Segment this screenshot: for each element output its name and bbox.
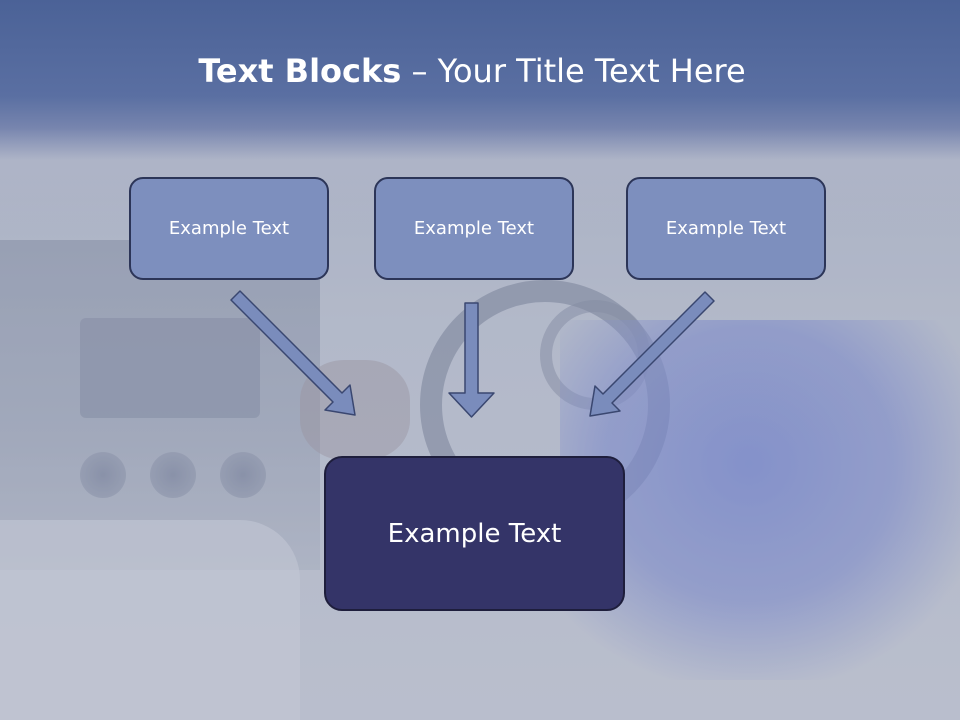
title-rest: Your Title Text Here [437, 52, 746, 90]
text-block-bottom-label: Example Text [387, 518, 562, 549]
arrow-left-to-bottom [230, 290, 356, 416]
background-knob [80, 452, 126, 498]
title-band [0, 0, 960, 160]
background-knob [220, 452, 266, 498]
text-block-center[interactable]: Example Text [374, 177, 574, 280]
text-block-right-label: Example Text [665, 218, 787, 239]
text-block-left-label: Example Text [168, 218, 290, 239]
arrow-center-to-bottom [448, 302, 495, 418]
background-knob [150, 452, 196, 498]
arrow-right-to-bottom [589, 291, 715, 417]
text-block-center-label: Example Text [413, 218, 535, 239]
text-block-bottom[interactable]: Example Text [324, 456, 625, 611]
text-block-left[interactable]: Example Text [129, 177, 329, 280]
background-radio [80, 318, 260, 418]
title-separator: – [401, 52, 438, 90]
slide-title: Text Blocks – Your Title Text Here [0, 52, 944, 90]
title-bold-part: Text Blocks [198, 52, 402, 90]
text-block-right[interactable]: Example Text [626, 177, 826, 280]
background-seat [0, 520, 300, 720]
